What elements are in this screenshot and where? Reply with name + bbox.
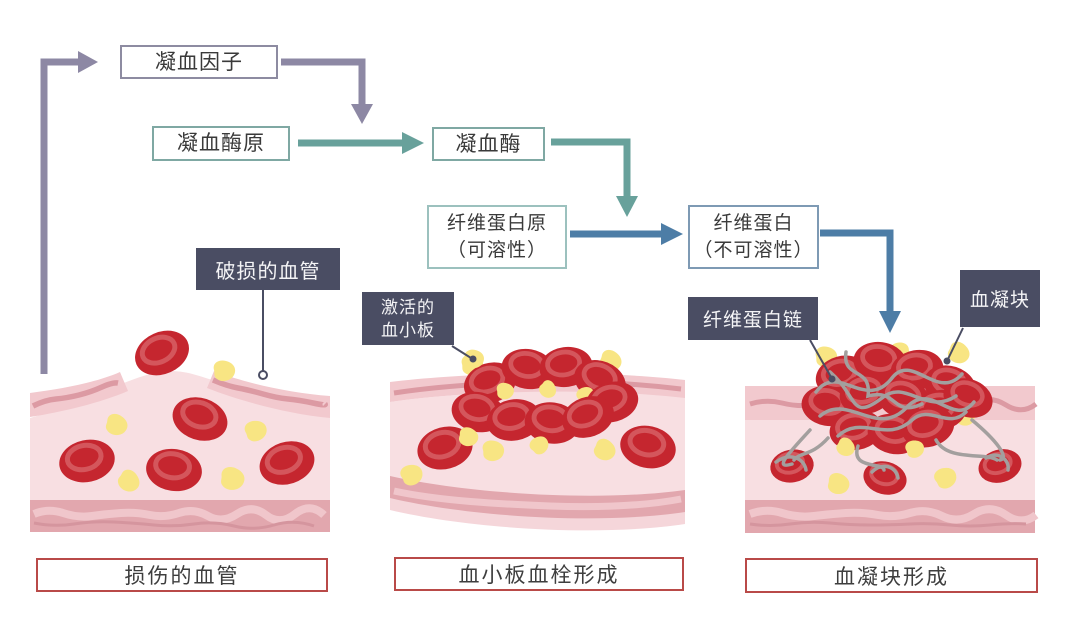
arrow-factor-to-prothrombin [281,58,373,124]
callout-damaged-vessel: 破损的血管 [196,248,340,290]
arrow-prothrombin-to-thrombin [298,132,424,154]
fibrinogen-label: 纤维蛋白原 [446,213,547,234]
callout-blood-clot: 血凝块 [960,270,1040,327]
vessel-damaged-illustration [30,322,330,532]
thrombin-label: 凝血酶 [455,132,522,156]
arrow-thrombin-to-fibrinogen [551,138,638,217]
caption-damaged-vessel: 损伤的血管 [36,558,328,592]
fibrin-label: 纤维蛋白 [713,213,794,234]
flow-box-fibrin: 纤维蛋白 （不可溶性） [688,205,819,269]
arrow-vessel-to-factor [40,51,98,374]
caption-stage2-label: 血小板血栓形成 [458,564,620,587]
caption-platelet-thrombus: 血小板血栓形成 [394,557,684,591]
fibrin-mesh [774,350,1010,480]
vessel-clot-illustration [745,339,1039,533]
flow-box-prothrombin: 凝血酶原 [152,126,290,161]
fibrin-chains-label: 纤维蛋白链 [702,310,803,331]
arrow-fibrinogen-to-fibrin [570,223,683,245]
arrow-fibrin-to-clot [820,229,901,333]
fibrin-note: （不可溶性） [693,240,814,261]
caption-stage3-label: 血凝块形成 [834,565,949,589]
damaged-vessel-label: 破损的血管 [215,260,321,283]
callout-activated-platelets: 激活的 血小板 [362,292,454,345]
caption-stage1-label: 损伤的血管 [124,565,240,588]
coagulation-factor-label: 凝血因子 [155,50,243,74]
callout-fibrin-chains: 纤维蛋白链 [688,297,818,340]
vessel-platelet-plug-illustration [390,344,685,531]
flow-box-coagulation-factor: 凝血因子 [120,45,278,79]
caption-clot-formation: 血凝块形成 [745,558,1038,593]
flow-box-fibrinogen: 纤维蛋白原 （可溶性） [427,205,567,269]
callout-pointers [258,290,964,383]
flow-box-thrombin: 凝血酶 [432,127,545,161]
activated-platelets-line2: 血小板 [381,320,435,340]
fibrinogen-note: （可溶性） [446,240,547,261]
blood-clot-label: 血凝块 [969,290,1030,311]
prothrombin-label: 凝血酶原 [177,132,265,155]
activated-platelets-line1: 激活的 [381,297,435,317]
